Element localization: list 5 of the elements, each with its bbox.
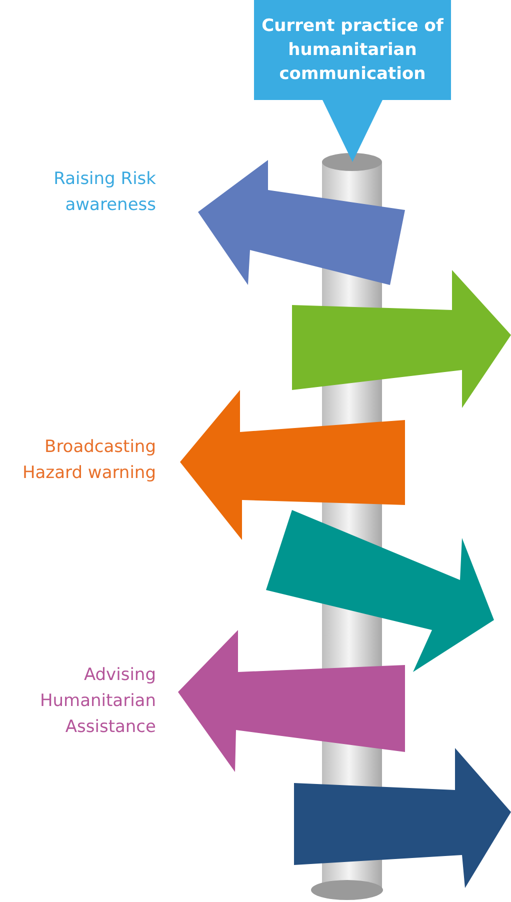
callout-box [254,0,451,162]
callout-text: Current practice of humanitarian communication [260,15,444,86]
signpost-label: Raising Risk awareness [52,168,156,217]
signpost-label: Broadcasting Hazard warning [21,436,156,485]
signpost-label: Advising Humanitarian Assistance [38,664,156,739]
